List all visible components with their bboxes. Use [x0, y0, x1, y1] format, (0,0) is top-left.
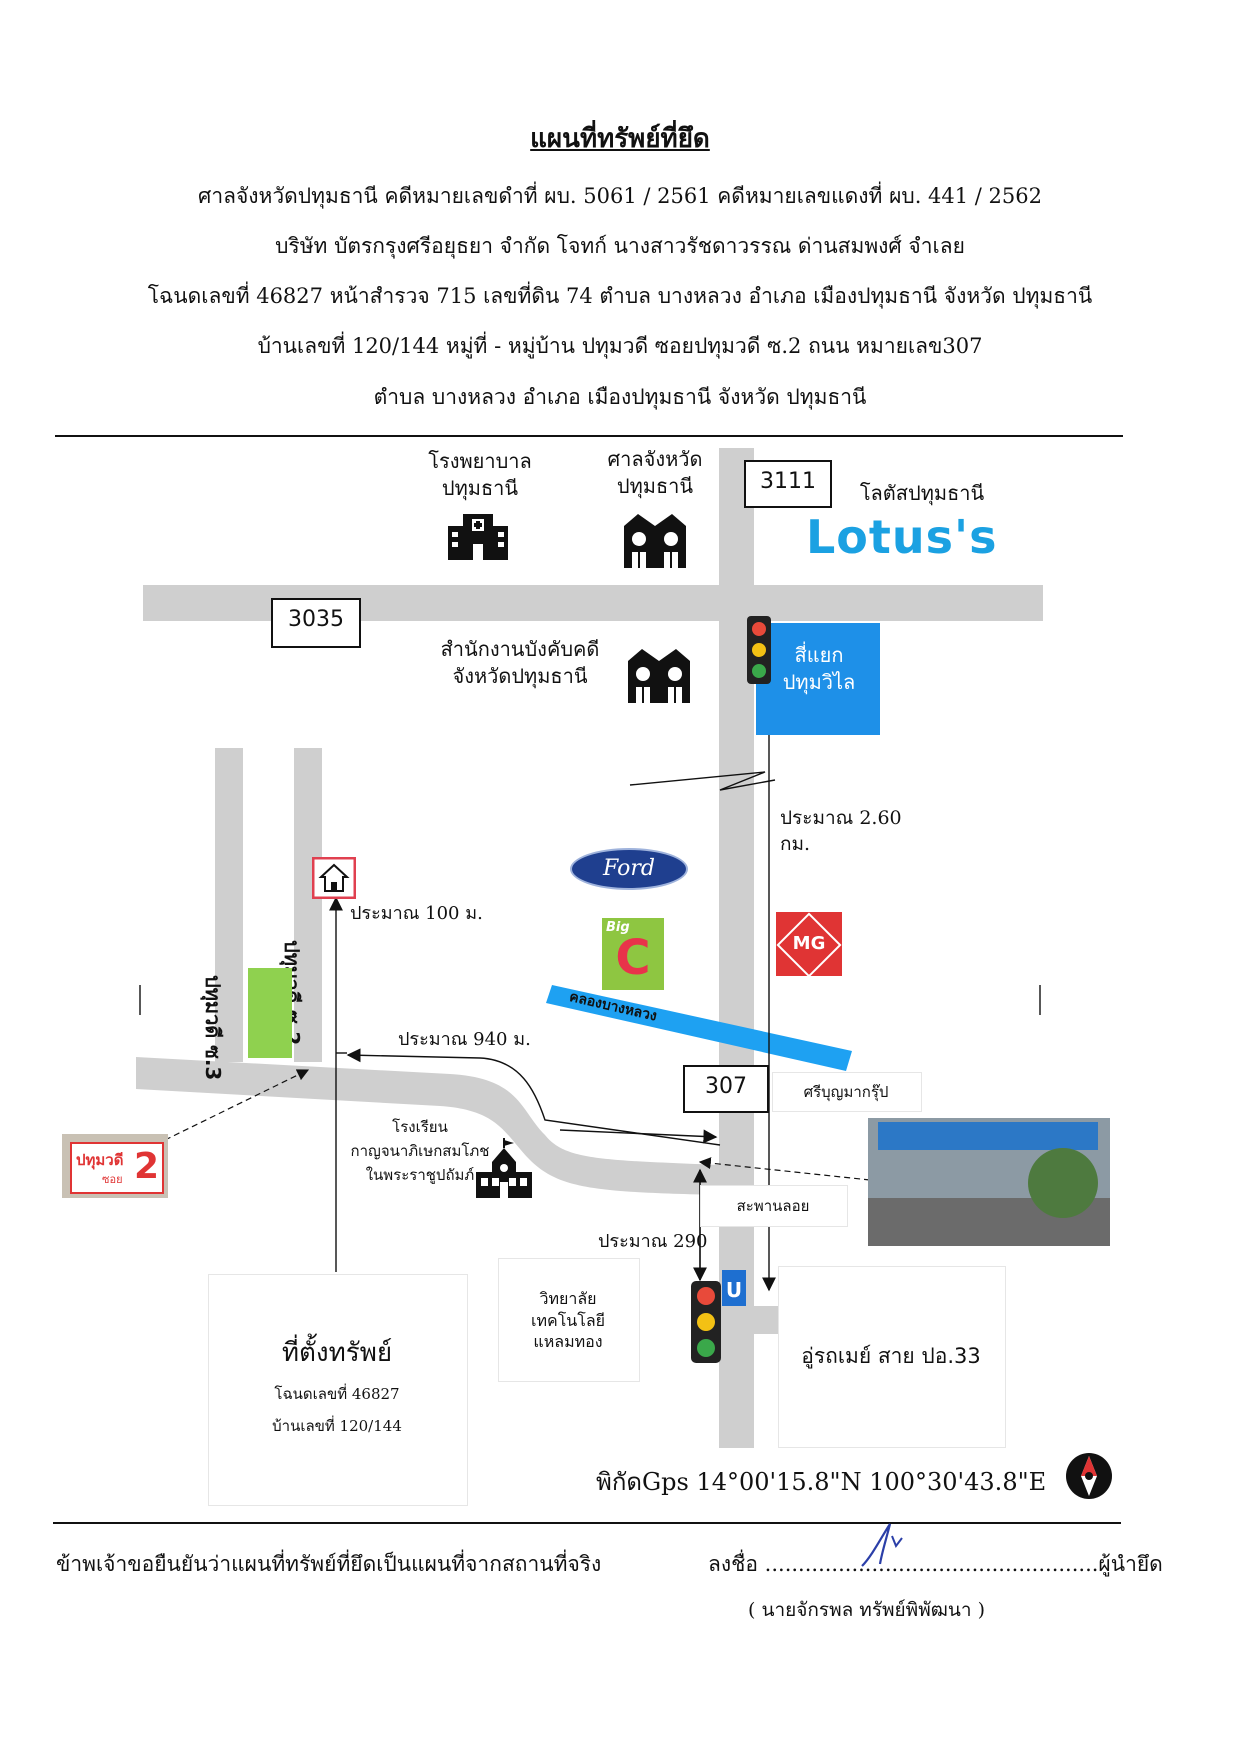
signature-line: ลงชื่อ .................................…: [708, 1552, 1163, 1576]
traffic-light-icon: [691, 1281, 721, 1363]
road-soi3: [215, 748, 243, 1062]
property-green-plot: [248, 968, 292, 1058]
road-number-307: 307: [683, 1065, 769, 1113]
footer-divider: [53, 1522, 1121, 1524]
property-box: [208, 1274, 468, 1506]
college-box: [498, 1258, 640, 1382]
soi3-label: ปทุมวดี ซ.3: [201, 975, 225, 1081]
traffic-light-icon: [747, 616, 771, 684]
distance-260-label: ประมาณ 2.60 กม.: [780, 807, 902, 855]
lotus-logo: Lotus's: [806, 510, 998, 564]
lotus-label: โลตัสปทุมธานี: [859, 481, 985, 505]
college-label: วิทยาลัยเทคโนโลยีแหลมทอง: [530, 1289, 606, 1352]
court-building-icon: [624, 514, 686, 568]
garage-box: [778, 1266, 1006, 1448]
canal-shape: [546, 985, 852, 1071]
arrow-940: [346, 1048, 721, 1146]
header-divider: [55, 435, 1123, 437]
floating-bridge-box: [700, 1185, 848, 1227]
property-house-number: บ้านเลขที่ 120/144: [272, 1417, 402, 1435]
address-line: บ้านเลขที่ 120/144 หมู่ที่ - หมู่บ้าน ปท…: [257, 334, 983, 358]
ford-logo: Ford: [570, 848, 688, 890]
sriboon-box: [772, 1072, 922, 1112]
soi-sign-photo: ปทุมวดี ซอย 2: [62, 1134, 168, 1198]
house-marker-icon: [312, 857, 356, 899]
garage-label: อู่รถเมย์ สาย ปอ.33: [801, 1344, 981, 1368]
page-title: แผนที่ทรัพย์ที่ยึด: [530, 124, 710, 154]
break-mark: [629, 771, 776, 791]
case-line: ศาลจังหวัดปทุมธานี คดีหมายเลขดำที่ ผบ. 5…: [197, 184, 1043, 208]
road-number-3111: 3111: [744, 460, 832, 508]
deed-line: โฉนดเลขที่ 46827 หน้าสำรวจ 715 เลขที่ดิน…: [147, 284, 1093, 308]
uturn-sign-icon: U: [722, 1270, 746, 1306]
enforcement-building-icon: [628, 649, 690, 703]
hospital-icon: [448, 514, 508, 560]
intersection-label: สี่แยกปทุมวิไล: [782, 643, 856, 694]
bigc-logo: Big C: [602, 918, 664, 990]
gps-coordinates: พิกัดGps 14°00'15.8"N 100°30'43.8"E: [596, 1468, 1047, 1496]
compass-icon: [1066, 1453, 1112, 1499]
signature-mark: [861, 1523, 903, 1567]
school-label: โรงเรียนกาญจนาภิเษกสมโภชในพระราชูปถัมภ์: [350, 1118, 490, 1184]
distance-100-label: ประมาณ 100 ม.: [350, 903, 483, 924]
dashed-arrow-soi-sign: [164, 1069, 310, 1141]
arrow-to-307: [559, 1129, 718, 1144]
road-soi2: [294, 748, 322, 1062]
dashed-arrow-photo: [698, 1157, 871, 1181]
floating-bridge-label: สะพานลอย: [736, 1197, 810, 1215]
school-icon: [476, 1138, 532, 1198]
parties-line: บริษัท บัตรกรุงศรีอยุธยา จำกัด โจทก์ นาง…: [275, 234, 965, 258]
road-number-3035: 3035: [271, 598, 361, 648]
enforcement-label: สำนักงานบังคับคดีจังหวัดปทุมธานี: [440, 637, 600, 688]
signer-name: ( นายจักรพล ทรัพย์พิพัฒนา ): [748, 1599, 985, 1621]
property-deed: โฉนดเลขที่ 46827: [274, 1385, 400, 1403]
sriboon-label: ศรีบุญมากรุ๊ป: [803, 1083, 889, 1101]
property-title: ที่ตั้งทรัพย์: [281, 1338, 393, 1368]
court-label: ศาลจังหวัดปทุมธานี: [607, 447, 703, 498]
subdistrict-line: ตำบล บางหลวง อำเภอ เมืองปทุมธานี จังหวัด…: [373, 385, 867, 409]
distance-940-label: ประมาณ 940 ม.: [398, 1029, 531, 1050]
street-photo: [868, 1118, 1110, 1246]
intersection-box: [756, 623, 880, 735]
declaration-text: ข้าพเจ้าขอยืนยันว่าแผนที่ทรัพย์ที่ยึดเป็…: [56, 1552, 602, 1576]
road-soi-main: [136, 1057, 720, 1195]
mg-logo: MG: [776, 912, 842, 978]
hospital-label: โรงพยาบาลปทุมธานี: [428, 449, 532, 500]
